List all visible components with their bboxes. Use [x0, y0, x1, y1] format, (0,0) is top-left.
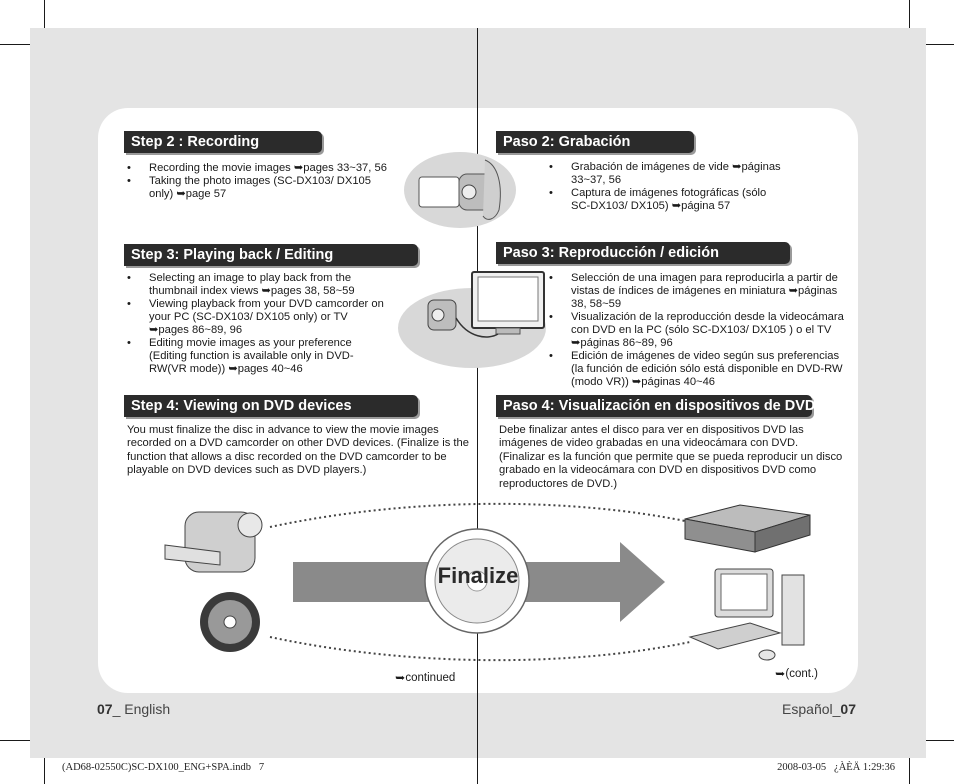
paso2-list: Grabación de imágenes de vide ➥páginas 3…: [549, 161, 781, 213]
crop-mark: [0, 740, 30, 741]
list-item: Viewing playback from your DVD camcorder…: [127, 298, 385, 337]
crop-mark: [44, 0, 45, 28]
crop-mark: [909, 0, 910, 28]
list-item: Taking the photo images (SC-DX103/ DX105…: [127, 175, 392, 201]
crop-mark: [909, 758, 910, 784]
dvd-player-icon: [684, 504, 811, 553]
list-item: Editing movie images as your preference …: [127, 337, 385, 376]
paso3-header: Paso 3: Reproducción / edición: [496, 242, 790, 264]
arrow-icon: ➥: [775, 669, 786, 680]
list-item: Selecting an image to play back from the…: [127, 272, 385, 298]
paso3-list: Selección de una imagen para reproducirl…: [549, 272, 851, 389]
crop-mark: [926, 44, 954, 45]
step2-header: Step 2 : Recording: [124, 131, 322, 153]
finalize-label: Finalize: [437, 563, 519, 588]
continued-note-es: ➥(cont.): [775, 668, 818, 680]
camcorder-tv-illustration: [398, 271, 546, 368]
paso4-text: Debe finalizar antes el disco para ver e…: [499, 424, 843, 490]
list-item: Visualización de la reproducción desde l…: [549, 311, 851, 350]
step3-list: Selecting an image to play back from the…: [127, 272, 385, 376]
arrow-icon: ➥: [395, 673, 406, 684]
continued-note: ➥continued: [395, 672, 456, 684]
page-number-right: Español_07: [782, 701, 856, 717]
computer-icon: [688, 568, 805, 661]
finalize-diagram: [164, 502, 811, 662]
camcorder-hand-illustration: [404, 152, 516, 228]
crop-mark: [44, 758, 45, 784]
crop-mark: [926, 740, 954, 741]
print-timestamp: 2008-03-05 ¿ÀÈÄ 1:29:36: [777, 762, 895, 773]
disc-icon: [200, 592, 260, 652]
paso2-header: Paso 2: Grabación: [496, 131, 694, 153]
list-item: Grabación de imágenes de vide ➥páginas 3…: [549, 161, 781, 187]
list-item: Selección de una imagen para reproducirl…: [549, 272, 851, 311]
list-item: Edición de imágenes de video según sus p…: [549, 350, 851, 389]
step3-header: Step 3: Playing back / Editing: [124, 244, 418, 266]
step4-header: Step 4: Viewing on DVD devices: [124, 395, 418, 417]
step4-text: You must finalize the disc in advance to…: [127, 424, 469, 477]
page-number-left: 07_ English: [97, 701, 171, 717]
step2-list: Recording the movie images ➥pages 33~37,…: [127, 162, 392, 201]
camcorder-icon: [164, 511, 263, 573]
paso4-header: Paso 4: Visualización en dispositivos de…: [496, 395, 815, 417]
print-file-info: (AD68-02550C)SC-DX100_ENG+SPA.indb 7: [62, 762, 265, 773]
list-item: Captura de imágenes fotográficas (sólo S…: [549, 187, 781, 213]
crop-mark: [0, 44, 30, 45]
list-item: Recording the movie images ➥pages 33~37,…: [127, 162, 392, 175]
page-divider: [477, 28, 478, 784]
